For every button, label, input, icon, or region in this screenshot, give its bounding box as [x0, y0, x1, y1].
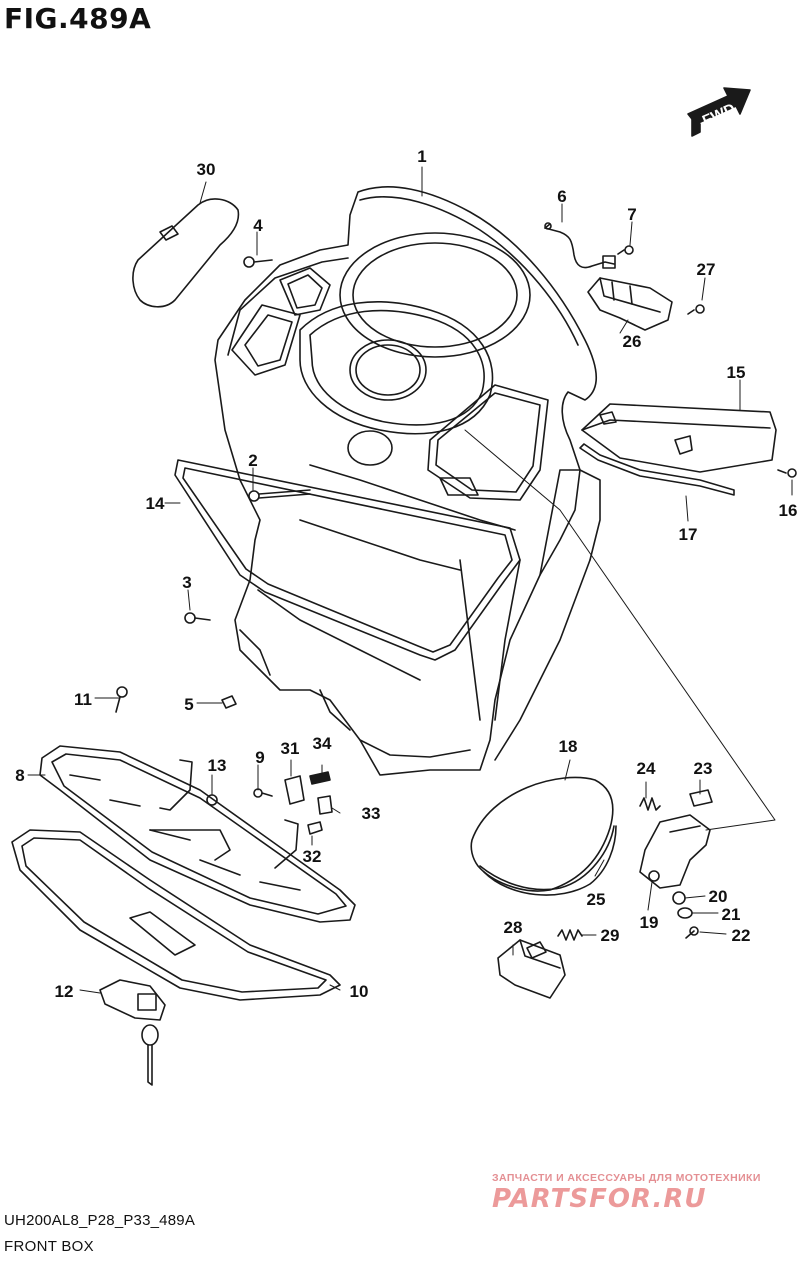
callout-14: 14 [146, 494, 165, 513]
callout-2: 2 [248, 451, 257, 470]
fwd-label: FWD [700, 100, 738, 129]
callout-13: 13 [208, 756, 227, 775]
lower-panel [39, 745, 356, 923]
callout-31: 31 [281, 739, 300, 758]
screw-part-11 [115, 686, 128, 713]
callout-28: 28 [504, 918, 523, 937]
callout-23: 23 [694, 759, 713, 778]
callout-26: 26 [623, 332, 642, 351]
front-box-body [214, 186, 601, 776]
screw-part-13 [206, 794, 218, 806]
callout-15: 15 [727, 363, 746, 382]
callout-1: 1 [417, 147, 426, 166]
callout-16: 16 [779, 501, 798, 520]
lower-frame [11, 829, 341, 1001]
spring-part-24 [639, 797, 661, 811]
callout-22: 22 [732, 926, 751, 945]
screw-part-4 [243, 256, 273, 268]
callout-10: 10 [350, 982, 369, 1001]
callout-3: 3 [182, 573, 191, 592]
clip-nut [221, 695, 237, 709]
hinge-part [639, 814, 711, 889]
seal-rubber [174, 459, 521, 661]
callout-33: 33 [362, 804, 381, 823]
callout-21: 21 [722, 905, 741, 924]
block-part [689, 789, 713, 807]
callout-29: 29 [601, 926, 620, 945]
callout-4: 4 [253, 216, 263, 235]
hinge-hardware [672, 891, 699, 939]
callout-9: 9 [255, 748, 264, 767]
bracket-part [587, 277, 673, 331]
screw-part-9 [253, 788, 273, 798]
screw-part-3 [184, 612, 211, 624]
spring-part [557, 929, 583, 941]
bolt-part [248, 489, 311, 502]
callout-17: 17 [679, 525, 698, 544]
callout-32: 32 [303, 847, 322, 866]
screw-part-16 [777, 468, 797, 478]
watermark-tagline: ЗАПЧАСТИ И АКСЕССУАРЫ ДЛЯ МОТОТЕХНИКИ [492, 1172, 761, 1184]
fwd-arrow-icon [687, 87, 751, 137]
callout-8: 8 [15, 766, 24, 785]
cover-part [132, 198, 240, 308]
lid-part [581, 403, 777, 473]
figure-code: UH200AL8_P28_P33_489A [4, 1212, 196, 1229]
callout-34: 34 [313, 734, 332, 753]
callout-24: 24 [637, 759, 656, 778]
callout-5: 5 [184, 695, 193, 714]
seal-strip [579, 443, 735, 496]
callout-11: 11 [74, 690, 92, 709]
callout-20: 20 [709, 887, 728, 906]
callout-27: 27 [697, 260, 716, 279]
leader-lines [27, 166, 793, 994]
callout-25: 25 [587, 890, 606, 909]
cable-part [544, 222, 616, 269]
lock-part [99, 979, 166, 1086]
watermark-logo: PARTSFOR.RU [492, 1184, 707, 1214]
latch-block [497, 939, 566, 999]
callout-19: 19 [640, 913, 659, 932]
callout-6: 6 [557, 187, 566, 206]
clip-parts [284, 771, 333, 835]
callouts: 1 2 3 4 5 6 7 8 9 10 11 12 13 14 15 16 1… [15, 147, 797, 1001]
screw-part [617, 245, 705, 315]
callout-18: 18 [559, 737, 578, 756]
figure-title: FIG.489A [4, 2, 152, 35]
callout-7: 7 [627, 205, 636, 224]
figure-caption: FRONT BOX [4, 1238, 94, 1255]
callout-30: 30 [197, 160, 216, 179]
pad-cushion [470, 776, 617, 896]
callout-12: 12 [55, 982, 74, 1001]
